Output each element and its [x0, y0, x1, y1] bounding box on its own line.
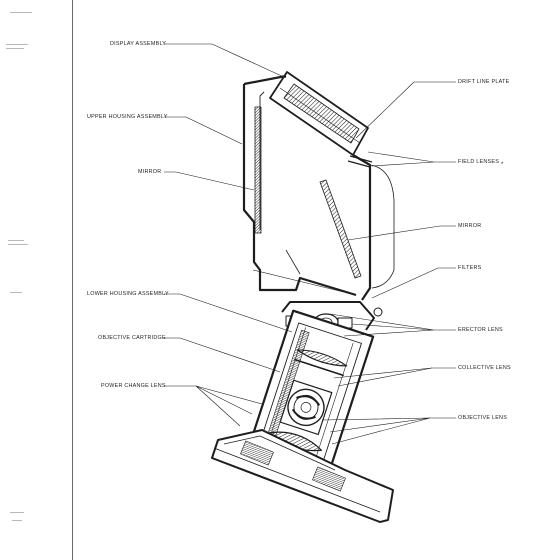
scan-mark: [10, 12, 32, 13]
stray-mark: *: [501, 162, 504, 168]
label-display-assembly: DISPLAY ASSEMBLY: [110, 41, 167, 47]
leader-collective-lens: [333, 367, 456, 387]
scan-mark: [10, 292, 22, 293]
label-lower-housing-assembly: LOWER HOUSING ASSEMBLY: [87, 291, 169, 297]
leader-mirror-right: [347, 225, 456, 241]
label-upper-housing-assembly: UPPER HOUSING ASSEMBLY: [87, 114, 168, 120]
leader-drift-line-plate: [355, 81, 456, 139]
leader-display-assembly: [164, 43, 287, 79]
leader-lower-housing: [164, 293, 293, 333]
leader-upper-housing: [164, 116, 243, 145]
scan-mark: [6, 44, 28, 45]
leader-erector-lens: [329, 313, 456, 337]
leader-filters: [371, 267, 456, 299]
leader-field-lenses: [367, 151, 456, 167]
field-lenses: [347, 155, 373, 168]
scan-mark: [12, 520, 22, 521]
label-mirror-left: MIRROR: [138, 169, 162, 175]
left-margin: [0, 0, 72, 560]
label-objective-cartridge: OBJECTIVE CARTRIDGE: [98, 335, 166, 341]
label-collective-lens: COLLECTIVE LENS: [458, 365, 511, 371]
label-mirror-right: MIRROR: [458, 223, 482, 229]
label-power-change-lens: POWER CHANGE LENS: [101, 383, 166, 389]
label-erector-lens: ERECTOR LENS: [458, 327, 503, 333]
label-filters: FILTERS: [458, 265, 482, 271]
base-foot: [211, 429, 394, 523]
leader-power-change-lens: [164, 385, 263, 427]
leader-objective-cartridge: [164, 337, 281, 373]
scan-mark: [10, 512, 24, 513]
display-assembly-plate: [269, 71, 369, 156]
label-drift-line-plate: DRIFT LINE PLATE: [458, 79, 510, 85]
label-field-lenses: FIELD LENSES: [458, 159, 500, 165]
scan-mark: [8, 240, 24, 241]
right-mirror: [319, 179, 362, 279]
label-objective-lens: OBJECTIVE LENS: [458, 415, 508, 421]
leader-objective-lens: [321, 417, 456, 445]
leader-mirror-left: [164, 171, 255, 191]
left-mirror: [254, 106, 262, 234]
scan-mark: [8, 244, 28, 245]
filter-mount: [373, 307, 383, 317]
scan-mark: [6, 48, 24, 49]
margin-rule: [72, 0, 73, 560]
